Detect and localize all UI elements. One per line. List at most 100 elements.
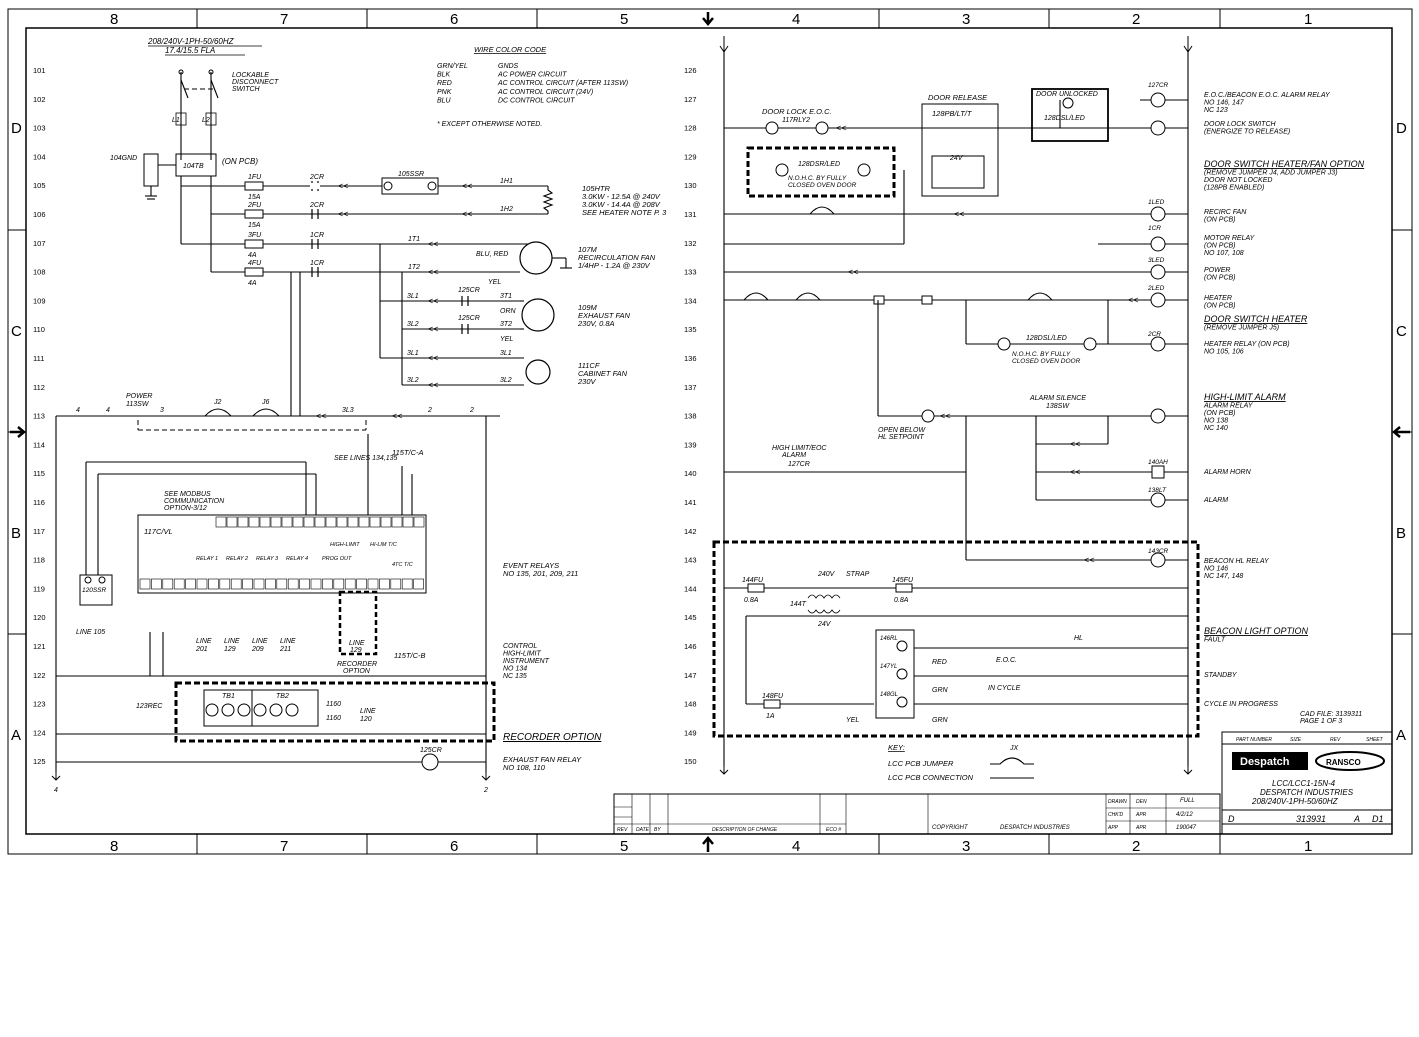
heater-line-3: SEE HEATER NOTE P. 3	[582, 208, 667, 217]
controller-terminal-bottom	[287, 578, 299, 590]
ground-label: 104GND	[110, 155, 137, 162]
line-129-a: LINE	[349, 640, 365, 647]
controller-terminal-bottom	[310, 578, 322, 590]
line-num-145: 145	[684, 613, 697, 622]
controller-label-1: RELAY 2	[226, 556, 248, 562]
ssr-120	[79, 574, 113, 606]
controller-terminal-bottom	[356, 578, 367, 590]
side-label-0-2: NC 123	[1204, 107, 1228, 114]
line-num-109: 109	[33, 296, 46, 305]
side-ref-8: 2CR	[1147, 331, 1161, 338]
controller-terminal-top	[402, 516, 414, 528]
wire-3l2-a: 3L2	[407, 321, 419, 328]
see-modbus-1: COMMUNICATION	[164, 498, 225, 505]
side-label-10-0: ALARM HORN	[1203, 469, 1252, 476]
wcc-desc-3: AC CONTROL CIRCUIT (24V)	[497, 89, 593, 96]
side-label-9-2: (ON PCB)	[1204, 410, 1236, 417]
line-129-b: 129	[350, 647, 362, 654]
line-num-111: 111	[33, 354, 44, 363]
hl-alarm-0: HIGH LIMIT/EOC	[772, 445, 827, 452]
line-num-103: 103	[33, 124, 46, 133]
side-label-3-1: (ON PCB)	[1204, 217, 1236, 224]
tb-scale: FULL	[1180, 798, 1195, 804]
side-ref-12: 143CR	[1148, 548, 1169, 555]
line-num-136: 136	[684, 354, 697, 363]
line-num-134: 134	[684, 296, 697, 305]
controller-terminal-top	[248, 516, 260, 528]
wire-color-bluered: BLU, RED	[476, 251, 508, 258]
wcc-desc-0: GNDS	[498, 63, 519, 70]
beacon-fuse1-rating: 0.8A	[744, 597, 759, 604]
contact-2cr-b: 2CR	[309, 202, 324, 209]
side-label-9-1: ALARM RELAY	[1203, 403, 1254, 410]
see-lines: SEE LINES 134,135	[334, 455, 398, 462]
side-ref-3: 1LED	[1148, 199, 1165, 206]
line-num-143: 143	[684, 556, 697, 565]
recirc-fan-motor	[519, 241, 553, 275]
power-label: POWER	[126, 393, 152, 400]
tb-col-1: CHK'D	[1108, 812, 1124, 818]
side-label-0-0: E.O.C./BEACON E.O.C. ALARM RELAY	[1204, 92, 1331, 99]
side-label-15-0: CYCLE IN PROGRESS	[1204, 701, 1278, 708]
side-label-2-0: DOOR SWITCH HEATER/FAN OPTION	[1204, 159, 1365, 169]
zone-col-top-3: 3	[962, 11, 970, 28]
controller-terminal-top	[259, 516, 271, 528]
line-num-104: 104	[33, 152, 46, 161]
line-num-110: 110	[33, 325, 45, 334]
cabinet-fan-2: 230V	[577, 377, 597, 386]
recorder-callout-1: OPTION	[343, 668, 371, 675]
line-num-123: 123	[33, 700, 46, 709]
controller-terminal-bottom	[242, 578, 253, 590]
wire-1h1: 1H1	[500, 178, 513, 185]
controller-terminal-top	[358, 516, 370, 528]
center-arrow-top	[702, 12, 714, 26]
controller-terminal-top	[325, 516, 337, 528]
cabinet-fan-0: 111CF	[578, 361, 600, 370]
wcc-code-0: GRN/YEL	[437, 63, 468, 70]
beacon-240v: 240V	[817, 571, 836, 578]
volt-24-a: 24V	[949, 155, 964, 162]
tb-small-1: SIZE	[1290, 737, 1302, 743]
see-modbus-0: SEE MODBUS	[164, 491, 211, 498]
line-num-149: 149	[684, 728, 697, 737]
controller-terminal-bottom	[379, 578, 390, 590]
recorder-callout-0: RECORDER	[337, 661, 377, 668]
beacon-grn: GRN	[932, 687, 949, 694]
wire-1t1: 1T1	[408, 236, 420, 243]
rev-header-4: ECO #	[826, 827, 841, 833]
tb-copyright: COPYRIGHT	[932, 825, 969, 831]
fuse-1fu-rating: 15A	[248, 194, 261, 201]
controller-terminal-bottom	[208, 578, 219, 590]
side-label-13-0: BEACON LIGHT OPTION	[1204, 626, 1309, 636]
ssr-120-label: 120SSR	[82, 587, 107, 594]
line-num-124: 124	[33, 728, 46, 737]
line-num-144: 144	[684, 584, 697, 593]
controller-terminal-bottom	[367, 578, 379, 590]
controller-terminal-top	[215, 516, 227, 528]
supply-label: 208/240V-1PH-50/60HZ	[147, 37, 235, 46]
wire-3l1-c: 3L1	[500, 350, 512, 357]
zone-row-right-A: A	[1396, 727, 1406, 744]
line-num-115: 115	[33, 469, 45, 478]
control-instrument-4: NC 135	[503, 673, 527, 680]
beacon-lamp-stack	[875, 629, 915, 719]
line-num-135: 135	[684, 325, 697, 334]
recorder-terminal	[285, 703, 299, 717]
recorder-terminal	[269, 703, 283, 717]
right-ladder: DOOR LOCK E.O.C. 117RLY2 DOOR RELEASE 12…	[712, 36, 1365, 782]
side-label-5-0: POWER	[1204, 267, 1230, 274]
exhaust-fan-1: EXHAUST FAN	[578, 311, 631, 320]
nohc-2b: CLOSED OVEN DOOR	[1012, 358, 1081, 365]
tb-rev: A	[1353, 814, 1360, 824]
side-label-12-0: BEACON HL RELAY	[1204, 558, 1270, 565]
zone-row-right-B: B	[1396, 525, 1406, 542]
line-num-137: 137	[684, 383, 697, 392]
line-num-118: 118	[33, 556, 45, 565]
rev-header-1: DATE	[636, 827, 650, 833]
beacon-fuse2-rating: 0.8A	[894, 597, 909, 604]
tb1-label: TB1	[222, 693, 235, 700]
open-below-0: OPEN BELOW	[878, 427, 926, 434]
controller-terminal-top	[270, 516, 282, 528]
line-num-150: 150	[684, 757, 697, 766]
svg-text:4: 4	[54, 787, 58, 794]
